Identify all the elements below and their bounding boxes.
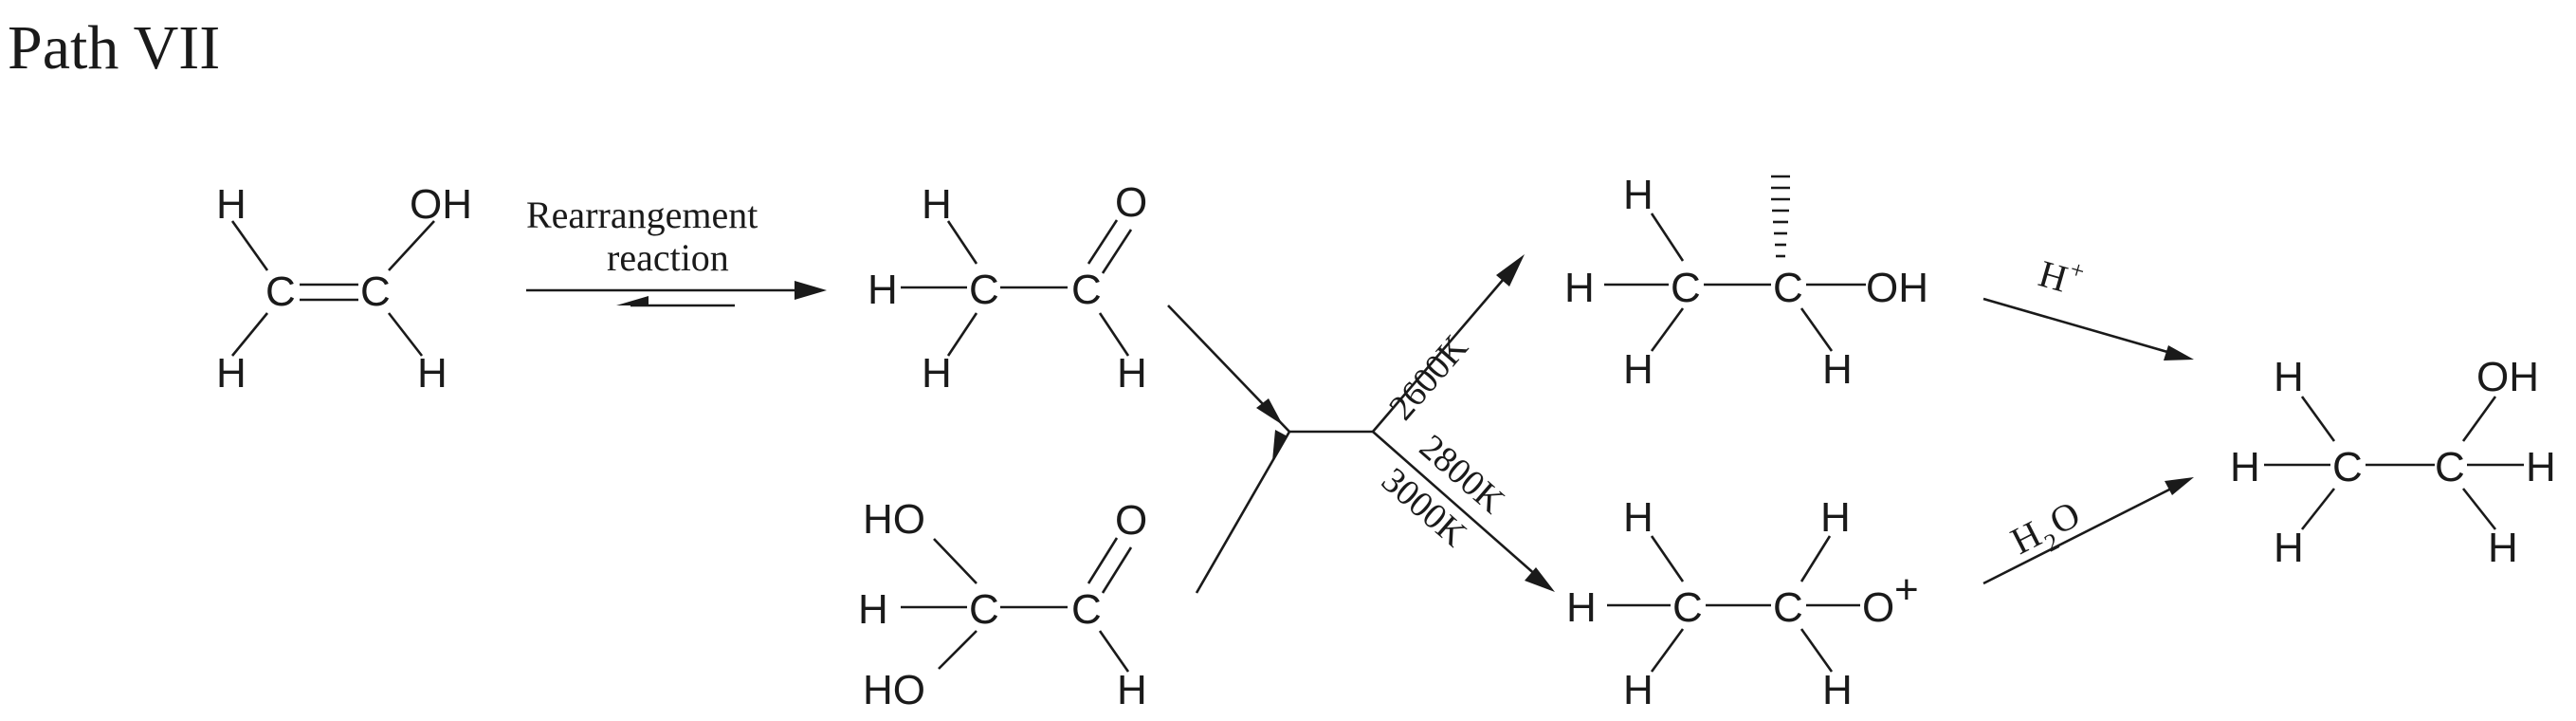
atom-c: C <box>1671 265 1701 311</box>
molecule-stereo-intermediate: H H C C OH H H <box>1564 172 1928 393</box>
atom-c: C <box>1773 584 1803 631</box>
final-arrows <box>1982 297 2194 585</box>
converging-arrows <box>1167 305 1373 594</box>
atom-c: C <box>969 267 999 313</box>
page-title: Path VII <box>8 13 220 83</box>
atom-h: H <box>2274 525 2304 571</box>
water-label: H 2 O <box>2004 492 2087 563</box>
atom-h: H <box>1623 172 1653 218</box>
charge-plus: + <box>1894 566 1919 613</box>
atom-h: H <box>868 267 898 313</box>
svg-text:H: H <box>2035 251 2073 300</box>
atom-c: C <box>969 586 999 633</box>
atom-o: O <box>1115 497 1147 544</box>
molecule-ethanol: H OH H C C H H H <box>2230 354 2556 571</box>
atom-oh: OH <box>410 181 472 228</box>
atom-h: H <box>922 181 952 228</box>
rearrangement-label-line2: reaction <box>607 236 729 279</box>
atom-c: C <box>1672 584 1703 631</box>
atom-c: C <box>1773 265 1803 311</box>
atom-h: H <box>1117 350 1147 397</box>
atom-h: H <box>2526 444 2556 490</box>
molecule-vinyl-alcohol: H OH C C H H <box>216 181 472 397</box>
branch-arrows <box>1372 254 1555 592</box>
atom-h: H <box>2230 444 2260 490</box>
atom-h: H <box>1822 346 1853 393</box>
atom-h: H <box>1623 346 1653 393</box>
atom-h: H <box>2488 525 2518 571</box>
atom-ho: HO <box>863 496 925 543</box>
atom-h: H <box>216 181 247 228</box>
atom-c: C <box>2435 444 2465 490</box>
atom-h: H <box>1566 584 1597 631</box>
atom-o: O <box>1862 584 1894 631</box>
atom-h: H <box>1623 667 1653 713</box>
atom-h: H <box>1822 667 1853 713</box>
atom-oh: OH <box>1866 265 1928 311</box>
atom-h: H <box>858 586 888 633</box>
atom-h: H <box>1117 667 1147 713</box>
equilibrium-arrows <box>526 281 827 307</box>
molecule-dihydroxy-aldehyde: HO O H C C HO H <box>858 496 1147 713</box>
atom-c: C <box>1071 267 1102 313</box>
atom-o: O <box>1115 179 1147 226</box>
molecule-ethoxy-cation: H H H C C O + H H <box>1566 494 1919 713</box>
atom-c: C <box>265 268 296 315</box>
atom-h: H <box>216 350 247 397</box>
atom-h: H <box>1820 494 1851 541</box>
atom-c: C <box>1071 586 1102 633</box>
atom-h: H <box>2274 354 2304 400</box>
atom-ho: HO <box>863 667 925 713</box>
molecule-acetaldehyde: H O H C C H H <box>868 179 1147 397</box>
proton-label: H + <box>2035 251 2089 300</box>
temperature-label-2600k: 2600K <box>1381 327 1476 428</box>
atom-h: H <box>417 350 448 397</box>
atom-h: H <box>1564 265 1595 311</box>
atom-oh: OH <box>2476 354 2539 400</box>
atom-c: C <box>2332 444 2363 490</box>
atom-h: H <box>1623 494 1653 541</box>
atom-h: H <box>922 350 952 397</box>
rearrangement-label-line1: Rearrangement <box>526 194 758 236</box>
atom-c: C <box>360 268 391 315</box>
